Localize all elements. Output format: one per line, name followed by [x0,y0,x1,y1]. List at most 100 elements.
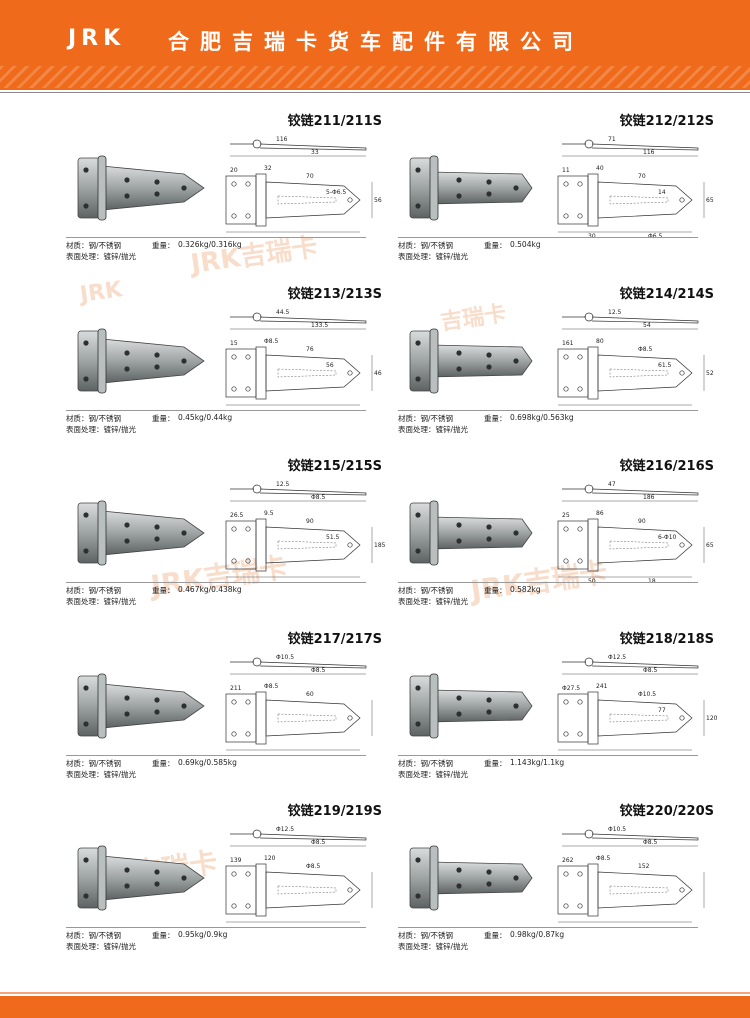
mounting-hole [486,881,492,887]
hinge-photo [77,500,205,566]
product-card: 铰链216/216S471862586906-Φ10655018材质：钢/不锈钢… [398,455,718,615]
plan-hole [231,386,237,392]
mounting-hole [154,697,160,703]
surface-value: 镀锌/抛光 [103,942,137,951]
plan-knuckle [255,346,267,400]
plan-hole [245,699,251,705]
dimension-label: Φ10.5 [608,826,626,833]
surface-value: 镀锌/抛光 [103,597,137,606]
surface-label: 表面处理： [398,942,436,951]
mounting-hole [83,857,89,863]
mounting-hole [456,193,462,199]
spec-row-surface: 表面处理：镀锌/抛光 [398,251,468,262]
plan-knuckle [587,173,599,227]
hinge-photo [409,500,533,566]
hinge-photo [77,155,205,221]
mounting-hole [124,711,130,717]
plan-leaf [265,699,361,737]
mounting-hole [456,711,462,717]
dimension-label: 56 [374,197,382,204]
dimension-label: Φ12.5 [608,654,626,661]
hinge-photo [409,673,533,739]
header-stripe-band [0,66,750,88]
surface-label: 表面处理： [398,597,436,606]
plan-slot [609,195,669,205]
mounting-hole [486,191,492,197]
mounting-hole [154,881,160,887]
spec-row-material-weight: 材质：钢/不锈钢重量：0.504kg [398,240,541,251]
mounting-hole [154,869,160,875]
surface-label: 表面处理： [398,252,436,261]
hinge-knuckle [429,328,439,394]
material-label: 材质： [398,414,421,423]
material-label: 材质： [398,586,421,595]
weight-label: 重量： [484,759,507,768]
hinge-base-plate [77,330,101,392]
hinge-base-plate [77,847,101,909]
plan-hole [245,526,251,532]
weight-label: 重量： [152,414,175,423]
hinge-base-plate [77,675,101,737]
plan-slot [609,885,669,895]
mounting-hole [415,167,421,173]
dimension-label: 70 [638,173,646,180]
mounting-hole [124,177,130,183]
mounting-hole [181,875,187,881]
plan-slot [277,195,337,205]
weight-label: 重量： [484,414,507,423]
mounting-hole [124,883,130,889]
dimension-label: Φ8.5 [643,667,657,674]
spec-row-surface: 表面处理：镀锌/抛光 [66,769,136,780]
plan-base-plate [225,348,257,398]
dimension-label: 90 [638,518,646,525]
surface-label: 表面处理： [66,252,104,261]
hinge-knuckle [97,500,107,566]
material-value: 钢/不锈钢 [88,759,122,768]
product-card: 铰链212/212S71116114070146530Φ6.5材质：钢/不锈钢重… [398,110,718,270]
hinge-photo [77,673,205,739]
spec-divider [66,237,366,238]
spec-divider [66,927,366,928]
mounting-hole [486,179,492,185]
dimension-label: 54 [643,322,651,329]
hinge-base-plate [409,502,433,564]
mounting-hole [83,340,89,346]
dimension-label: 65 [706,542,714,549]
dimension-label: Φ8.5 [311,494,325,501]
weight-label: 重量： [484,241,507,250]
technical-drawing: 71116114070146530Φ6.5 [557,136,714,240]
hinge-leaf [101,683,205,729]
plan-base-plate [557,520,589,570]
dimension-label: 65 [706,197,714,204]
mounting-hole [456,350,462,356]
surface-label: 表面处理： [66,770,104,779]
mounting-hole [456,177,462,183]
surface-value: 镀锌/抛光 [103,252,137,261]
plan-slot [609,368,669,378]
mounting-hole [486,709,492,715]
mounting-hole [83,548,89,554]
hinge-knuckle [97,328,107,394]
plan-base-plate [225,693,257,743]
hinge-leaf [101,510,205,556]
dimension-label: Φ8.5 [311,839,325,846]
side-view-pin [252,312,262,322]
plan-hole [245,903,251,909]
plan-leaf [597,354,693,392]
plan-slot [609,540,669,550]
plan-hole [577,699,583,705]
side-view [230,661,367,669]
mounting-hole [486,536,492,542]
mounting-hole [124,366,130,372]
mounting-hole [154,352,160,358]
mounting-hole [83,721,89,727]
